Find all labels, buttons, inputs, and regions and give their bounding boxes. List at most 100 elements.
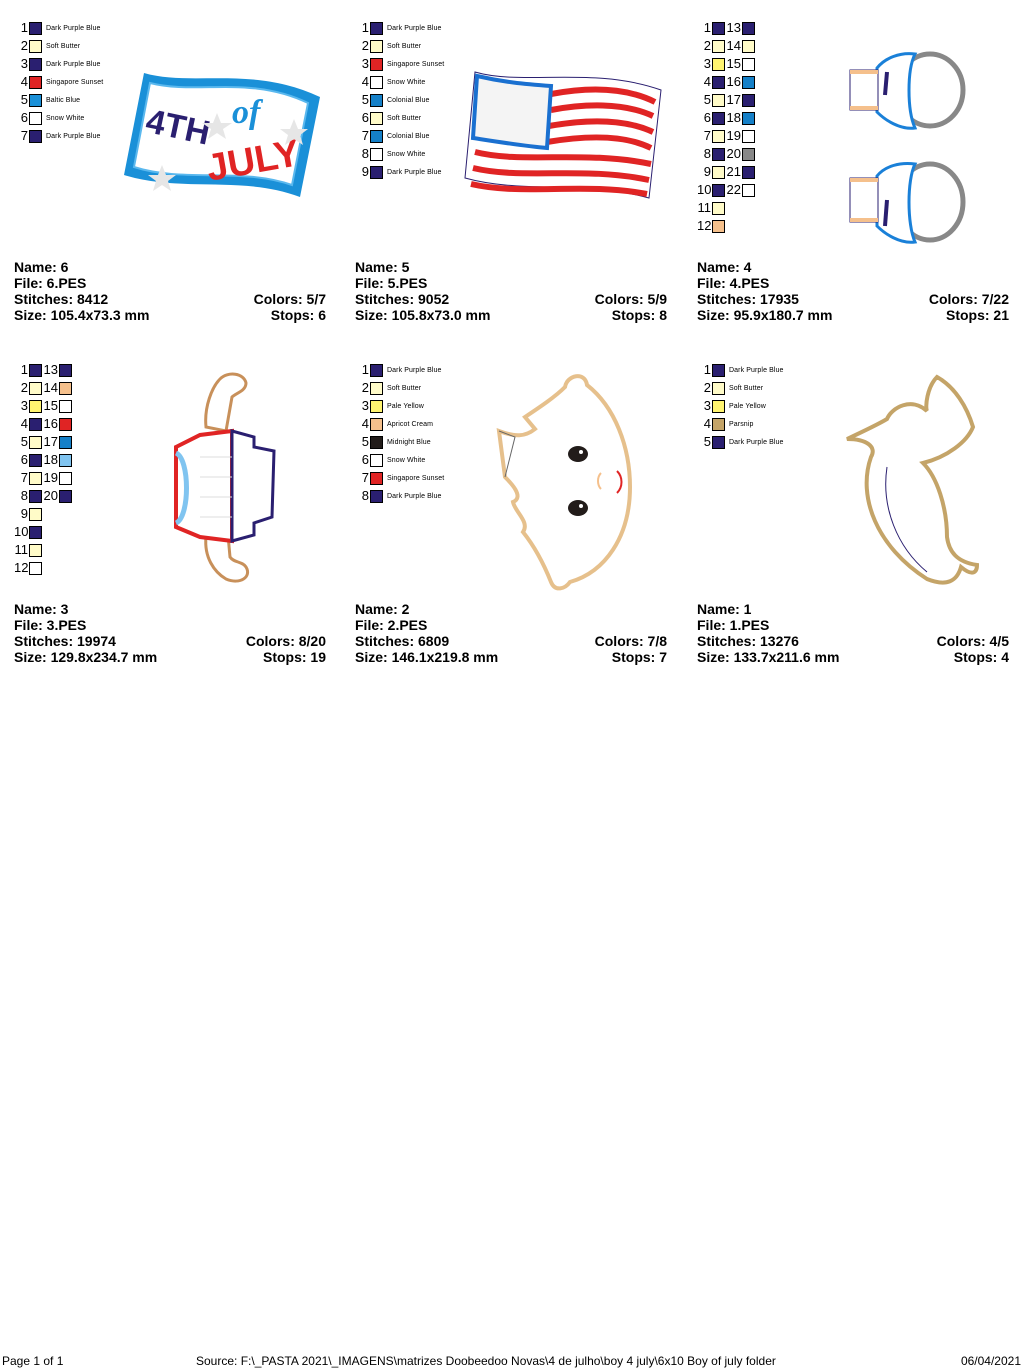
- hair-image: [846, 374, 980, 585]
- swatch-number: 8: [361, 146, 369, 161]
- swatch-number: 5: [20, 92, 28, 107]
- color-swatch-item: 7: [697, 128, 725, 144]
- boy-shirt-arms-image: [174, 372, 276, 583]
- color-swatch-item: 20: [42, 488, 72, 504]
- swatch-color-name: Dark Purple Blue: [387, 366, 442, 374]
- design-stitches: Stitches: 9052: [355, 291, 450, 307]
- color-swatch-item: 8: [697, 146, 725, 162]
- swatch-color-box: [742, 129, 755, 143]
- swatch-color-name: Singapore Sunset: [46, 78, 104, 86]
- swatch-number: 7: [703, 128, 711, 143]
- swatch-color-box: [370, 435, 383, 449]
- swatch-number: 4: [703, 74, 711, 89]
- swatch-number: 19: [726, 128, 741, 143]
- swatch-color-box: [29, 453, 42, 467]
- color-swatch-item: 6: [14, 452, 42, 468]
- swatch-number: 13: [726, 20, 741, 35]
- swatch-color-box: [712, 363, 725, 377]
- design-name: Name: 3: [14, 601, 69, 617]
- swatch-color-box: [370, 363, 383, 377]
- swatch-number: 22: [726, 182, 741, 197]
- swatch-number: 3: [361, 56, 369, 71]
- swatch-color-box: [59, 471, 72, 485]
- design-stops: Stops: 7: [611, 649, 667, 665]
- swatch-color-box: [29, 381, 42, 395]
- color-swatch-item: 3 Pale Yellow: [697, 398, 766, 414]
- swatch-color-name: Parsnip: [729, 420, 754, 428]
- swatch-number: 4: [20, 74, 28, 89]
- swatch-color-box: [712, 381, 725, 395]
- swatch-number: 16: [726, 74, 741, 89]
- swatch-number: 2: [703, 38, 711, 53]
- design-file: File: 4.PES: [697, 275, 770, 291]
- swatch-color-box: [59, 489, 72, 503]
- swatch-color-box: [29, 471, 42, 485]
- swatch-number: 4: [20, 416, 28, 431]
- face-image: [496, 374, 633, 591]
- color-swatch-item: 6: [697, 110, 725, 126]
- swatch-color-name: Dark Purple Blue: [729, 366, 784, 374]
- swatch-number: 3: [20, 56, 28, 71]
- swatch-number: 10: [697, 182, 712, 197]
- swatch-number: 7: [361, 470, 369, 485]
- swatch-color-name: Dark Purple Blue: [729, 438, 784, 446]
- color-swatch-item: 3: [697, 56, 725, 72]
- swatch-color-box: [29, 507, 42, 521]
- swatch-color-name: Dark Purple Blue: [387, 24, 442, 32]
- color-swatch-item: 14: [725, 38, 755, 54]
- color-swatch-item: 2: [14, 380, 42, 396]
- swatch-color-name: Pale Yellow: [729, 402, 766, 410]
- color-swatch-item: 20: [725, 146, 755, 162]
- design-stitches: Stitches: 19974: [14, 633, 116, 649]
- color-swatch-item: 15: [725, 56, 755, 72]
- swatch-color-name: Soft Butter: [46, 42, 81, 50]
- color-swatch-item: 14: [42, 380, 72, 396]
- color-swatch-item: 12: [14, 560, 42, 576]
- swatch-number: 9: [20, 506, 28, 521]
- swatch-number: 17: [43, 434, 58, 449]
- swatch-color-name: Soft Butter: [387, 114, 422, 122]
- swatch-number: 3: [703, 398, 711, 413]
- swatch-color-box: [370, 57, 383, 71]
- swatch-number: 6: [20, 452, 28, 467]
- swatch-number: 18: [43, 452, 58, 467]
- design-name: Name: 2: [355, 601, 410, 617]
- swatch-number: 7: [20, 470, 28, 485]
- swatch-number: 6: [703, 110, 711, 125]
- swatch-color-box: [370, 93, 383, 107]
- swatch-number: 2: [20, 380, 28, 395]
- design-file: File: 1.PES: [697, 617, 770, 633]
- swatch-color-box: [29, 525, 42, 539]
- swatch-color-box: [29, 93, 42, 107]
- swatch-color-name: Dark Purple Blue: [46, 24, 101, 32]
- swatch-color-box: [370, 471, 383, 485]
- swatch-color-box: [59, 381, 72, 395]
- swatch-number: 7: [20, 128, 28, 143]
- swatch-color-box: [59, 453, 72, 467]
- swatch-number: 8: [703, 146, 711, 161]
- color-swatch-item: 4: [697, 74, 725, 90]
- swatch-color-name: Soft Butter: [387, 42, 422, 50]
- swatch-number: 5: [703, 92, 711, 107]
- swatch-number: 9: [703, 164, 711, 179]
- swatch-number: 2: [20, 38, 28, 53]
- swatch-color-box: [59, 435, 72, 449]
- design-name: Name: 5: [355, 259, 410, 275]
- design-size: Size: 95.9x180.7 mm: [697, 307, 833, 323]
- design-file: File: 2.PES: [355, 617, 428, 633]
- swatch-color-box: [712, 129, 725, 143]
